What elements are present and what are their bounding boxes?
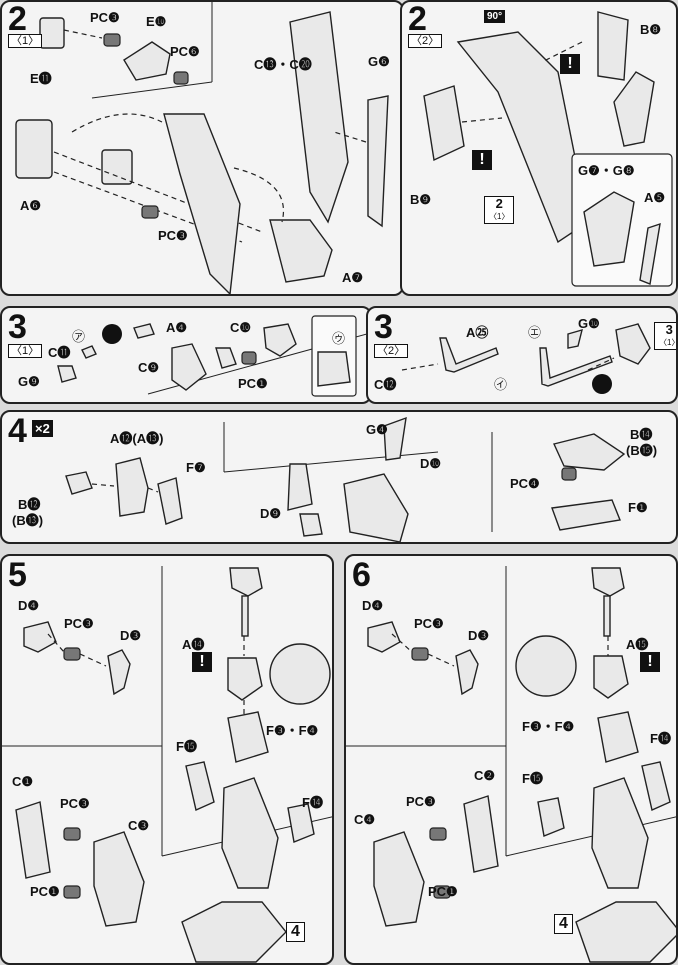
step-reference-box: 2 〈1〉 bbox=[484, 196, 515, 224]
part-label-c11: C⓫ bbox=[48, 345, 71, 360]
step-6-panel: 6 D❹ PC❸ D❸ A⓯ ! F❸・F❹ F⓮ F⓯ C❷ PC❸ C❹ P… bbox=[344, 554, 678, 965]
step-number: 3 bbox=[8, 308, 27, 346]
part-label-pc-f: PC❻ bbox=[170, 44, 200, 59]
part-label-f1: F❶ bbox=[628, 500, 648, 515]
ref-number: 3 bbox=[665, 322, 673, 337]
step-number: 4 bbox=[8, 412, 27, 450]
step-5-illustration bbox=[2, 566, 332, 963]
step-6-illustration bbox=[346, 566, 676, 963]
step-number: 2 bbox=[8, 0, 27, 38]
part-label-d4: D❹ bbox=[362, 598, 384, 613]
part-label-e11: E⓫ bbox=[30, 71, 52, 86]
part-label-e10: E❿ bbox=[146, 14, 167, 29]
part-label-c4: C❹ bbox=[354, 812, 376, 827]
substep-label: 〈2〉 bbox=[374, 344, 409, 358]
step-3-2-illustration bbox=[401, 323, 651, 394]
part-label-d9: D❾ bbox=[260, 506, 282, 521]
part-label-a25: A㉕ bbox=[466, 325, 489, 340]
part-label-c13-c20: C⓭・C⓴ bbox=[254, 57, 312, 72]
part-label-b9: B❾ bbox=[410, 192, 432, 207]
part-label-b15: (B⓯) bbox=[626, 443, 658, 458]
part-label-b14: B⓮ bbox=[630, 427, 653, 442]
step-reference-box: 3 〈1〉 bbox=[654, 322, 678, 350]
part-label-c3: C❸ bbox=[128, 818, 150, 833]
part-label-c1: C❶ bbox=[12, 774, 34, 789]
part-label-g10: G❿ bbox=[578, 316, 600, 331]
step-reference-box: 4 bbox=[286, 922, 305, 942]
part-label-pc-c-2: PC❸ bbox=[60, 796, 90, 811]
part-label-a4: A❹ bbox=[166, 320, 188, 335]
substep-label: 〈1〉 bbox=[8, 34, 43, 48]
part-label-f14: F⓮ bbox=[302, 795, 323, 810]
step-3-1-illustration bbox=[57, 315, 370, 397]
mark-a: ㋐ bbox=[72, 329, 86, 344]
caution-icon: ! bbox=[640, 652, 660, 672]
part-label-d3: D❸ bbox=[120, 628, 142, 643]
step-5-panel: 5 D❹ PC❸ D❸ A⓮ ! F❸・F❹ F⓯ F⓮ C❶ PC❸ C❸ P… bbox=[0, 554, 334, 965]
quantity-badge: ×2 bbox=[32, 420, 53, 437]
part-label-pc-a: PC❶ bbox=[30, 884, 60, 899]
step-number: 2 bbox=[408, 0, 427, 38]
part-label-f15: F⓯ bbox=[176, 739, 197, 754]
part-label-pc-c-mid: PC❸ bbox=[158, 228, 188, 243]
step-2-1-illustration bbox=[15, 2, 389, 294]
part-label-c10: C❿ bbox=[230, 320, 252, 335]
part-label-pc-c: PC❸ bbox=[90, 10, 120, 25]
step-2-2-illustration bbox=[423, 11, 673, 287]
substep-label: 〈1〉 bbox=[8, 344, 43, 358]
part-label-a12: A⓬(A⓭) bbox=[110, 431, 164, 446]
part-label-g7-g8: G❼・G❽ bbox=[578, 163, 635, 178]
part-label-g6: G❻ bbox=[368, 54, 390, 69]
part-label-a6: A❻ bbox=[20, 198, 42, 213]
part-label-b8: B❽ bbox=[640, 22, 662, 37]
ref-number: 2 bbox=[495, 196, 503, 211]
part-label-pc1: PC❶ bbox=[238, 376, 268, 391]
part-label-d10: D❿ bbox=[420, 456, 442, 471]
part-label-b12: B⓬ bbox=[18, 497, 41, 512]
part-label-g9: G❾ bbox=[18, 374, 40, 389]
part-label-pc-c-2: PC❸ bbox=[406, 794, 436, 809]
ref-sub: 〈1〉 bbox=[489, 212, 510, 221]
mark-i: ㋑ bbox=[494, 377, 508, 392]
step-reference-box: 4 bbox=[554, 914, 573, 934]
step-4-illustration bbox=[65, 416, 626, 542]
part-label-pc-d: PC❹ bbox=[510, 476, 540, 491]
step-2-2-panel: 2 〈2〉 90° B❽ ! ! B❾ G❼・G❽ A❺ 2 〈1〉 bbox=[400, 0, 678, 296]
part-label-d4: D❹ bbox=[18, 598, 40, 613]
part-label-c2: C❷ bbox=[474, 768, 496, 783]
part-label-f15: F⓯ bbox=[522, 771, 543, 786]
part-label-a14: A⓮ bbox=[182, 637, 205, 652]
part-label-a5: A❺ bbox=[644, 190, 666, 205]
part-label-pc-c: PC❸ bbox=[414, 616, 444, 631]
part-label-d3: D❸ bbox=[468, 628, 490, 643]
caution-icon: ! bbox=[472, 150, 492, 170]
step-2-1-panel: 2 〈1〉 PC❸ E❿ PC❻ E⓫ C⓭・C⓴ G❻ A❻ PC❸ A❼ bbox=[0, 0, 404, 296]
part-label-pc-c: PC❸ bbox=[64, 616, 94, 631]
part-label-f3-f4: F❸・F❹ bbox=[266, 723, 319, 738]
substep-label: 〈2〉 bbox=[408, 34, 443, 48]
part-label-a15: A⓯ bbox=[626, 637, 649, 652]
part-label-c12: C⓬ bbox=[374, 377, 397, 392]
caution-icon: ! bbox=[560, 54, 580, 74]
rotate-90-badge: 90° bbox=[484, 10, 506, 23]
step-number: 5 bbox=[8, 556, 27, 594]
part-label-c9: C❾ bbox=[138, 360, 160, 375]
step-4-panel: 4 ×2 A⓬(A⓭) F❼ B⓬ (B⓭) G❹ D❿ D❾ B⓮ (B⓯) … bbox=[0, 410, 678, 544]
caution-icon: ! bbox=[192, 652, 212, 672]
step-3-2-panel: 3 〈2〉 A㉕ ㋓ G❿ 3 〈1〉 C⓬ ㋑ bbox=[366, 306, 678, 404]
step-number: 6 bbox=[352, 556, 371, 594]
mark-e: ㋓ bbox=[528, 325, 542, 340]
step-3-1-panel: 3 〈1〉 ㋐ A❹ C❿ ㋒ C⓫ C❾ G❾ PC❶ bbox=[0, 306, 372, 404]
part-label-f7: F❼ bbox=[186, 460, 206, 475]
part-label-a7: A❼ bbox=[342, 270, 364, 285]
mark-u: ㋒ bbox=[332, 331, 346, 346]
part-label-pc-a: PC❶ bbox=[428, 884, 458, 899]
part-label-g4: G❹ bbox=[366, 422, 388, 437]
part-label-b13: (B⓭) bbox=[12, 513, 44, 528]
part-label-f3-f4: F❸・F❹ bbox=[522, 719, 575, 734]
ref-sub: 〈1〉 bbox=[659, 338, 678, 347]
part-label-f14: F⓮ bbox=[650, 731, 671, 746]
step-number: 3 bbox=[374, 308, 393, 346]
